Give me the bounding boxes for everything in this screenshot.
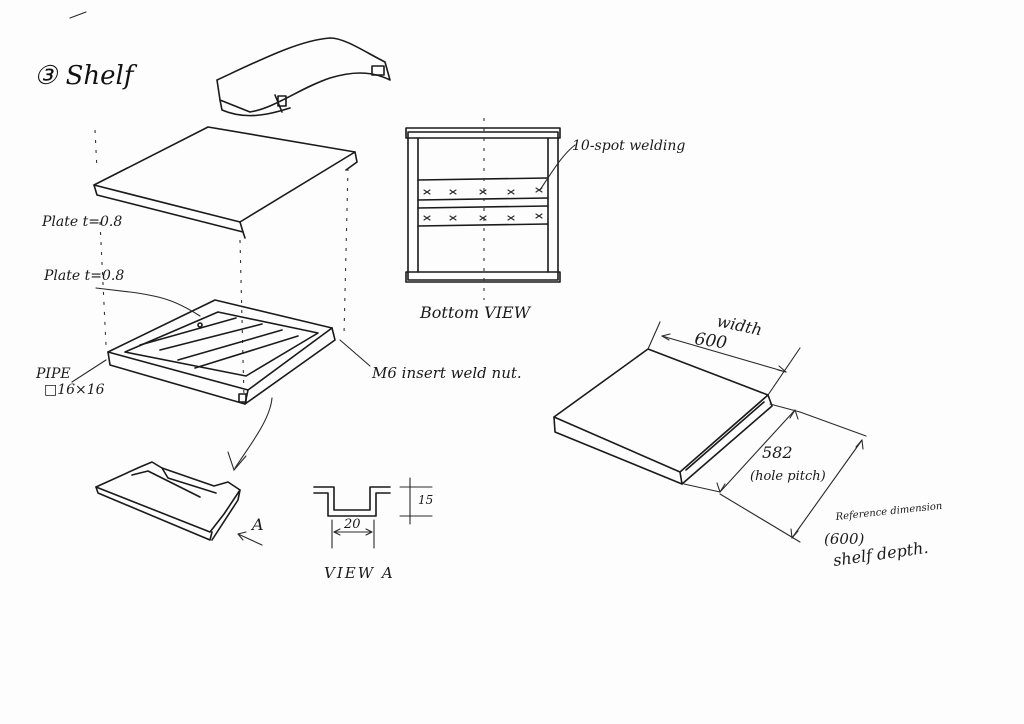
- spot-welding-label: 10-spot welding: [572, 138, 685, 154]
- reference-dimension-label: Reference dimension: [834, 501, 943, 523]
- alignment-lines: [94, 129, 349, 399]
- view-a-label: VIEW A: [324, 564, 395, 582]
- weld-nut-leader: [339, 339, 371, 367]
- dim-15: 15: [418, 493, 433, 507]
- pitch-word: (hole pitch): [750, 469, 826, 484]
- stray-mark: [69, 11, 87, 19]
- dim-20: 20: [343, 517, 361, 532]
- detail-arrowhead: [227, 451, 247, 472]
- bottom-view: [405, 118, 576, 300]
- pipe-size-label: □16×16: [44, 382, 105, 398]
- pipe-frame: [107, 299, 336, 405]
- plate-frame-label: Plate t=0.8: [43, 268, 124, 284]
- view-a-arrow-label: A: [250, 515, 264, 534]
- depth-value: (600): [824, 530, 864, 548]
- bottom-view-label: Bottom VIEW: [419, 303, 532, 322]
- assembled-shelf: [553, 321, 867, 543]
- plate-top-label: Plate t=0.8: [41, 214, 122, 230]
- shelf-cover-part: [216, 37, 391, 117]
- view-a-arrowhead: [237, 531, 247, 541]
- weld-nut-label: M6 insert weld nut.: [371, 364, 522, 382]
- page-title: ③ Shelf: [34, 61, 138, 91]
- plate-frame-leader: [95, 287, 201, 317]
- view-a-arrow: [237, 533, 263, 546]
- pipe-label: PIPE: [35, 366, 71, 382]
- rail-profile: [95, 461, 241, 541]
- view-a-section: [313, 477, 433, 549]
- detail-arrow: [234, 397, 273, 469]
- pitch-value: 582: [762, 443, 793, 462]
- top-plate: [93, 126, 358, 239]
- pipe-leader: [71, 359, 107, 383]
- width-value: 600: [693, 329, 728, 353]
